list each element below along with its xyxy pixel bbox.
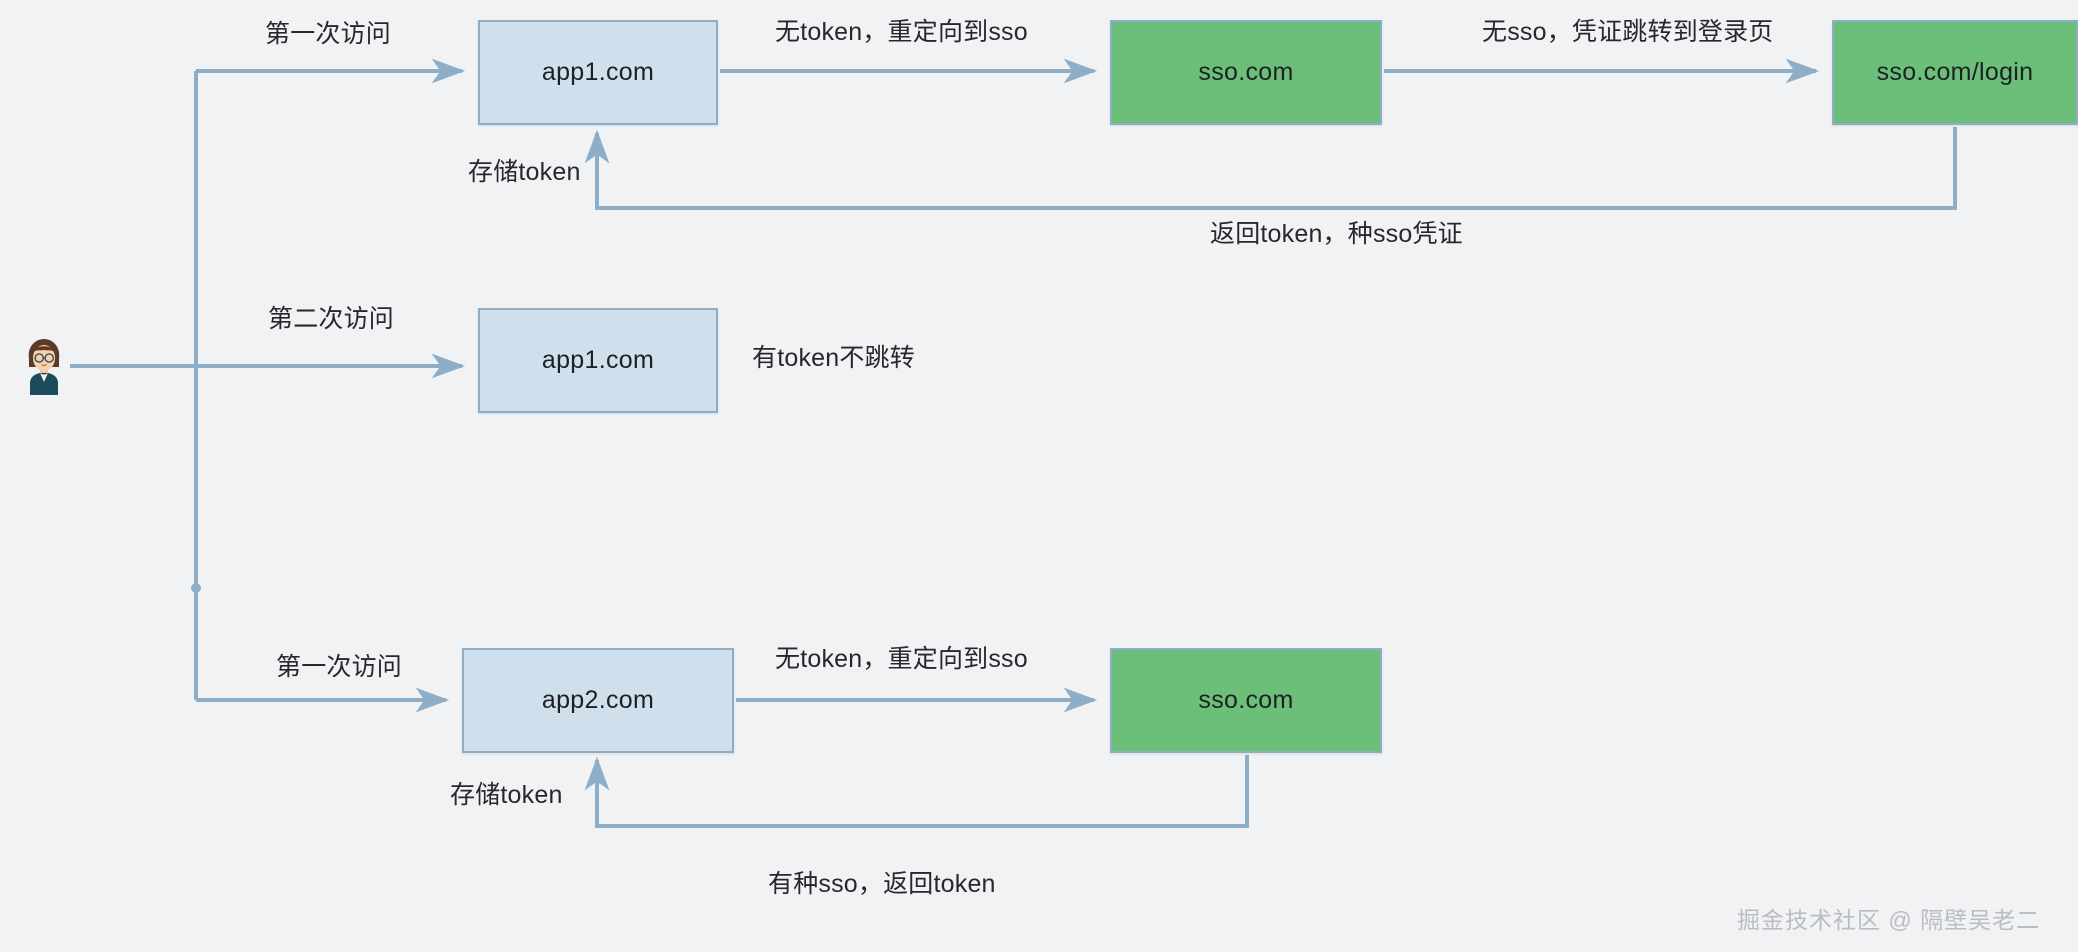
wire-sso-return-token-to-app2 xyxy=(584,755,1249,828)
watermark: 掘金技术社区 @ 隔壁吴老二 xyxy=(1737,907,2041,933)
node-sso-second[interactable]: sso.com xyxy=(1110,648,1382,753)
node-label: app1.com xyxy=(541,346,655,374)
edge-label-store-token-top: 存储token xyxy=(468,158,581,186)
edge-label-first-visit-bottom: 第一次访问 xyxy=(276,653,403,681)
node-label: sso.com xyxy=(1198,58,1294,86)
node-label: app2.com xyxy=(541,686,655,714)
edge-label-return-token-set-sso: 返回token，种sso凭证 xyxy=(1210,220,1463,248)
wire-login-return-token-to-app1 xyxy=(584,127,1957,210)
node-sso-first[interactable]: sso.com xyxy=(1110,20,1382,125)
edge-label-no-token-redirect-sso-bottom: 无token，重定向到sso xyxy=(775,645,1028,673)
spine-junction-dot xyxy=(191,583,201,593)
node-sso-login[interactable]: sso.com/login xyxy=(1832,20,2078,125)
edge-label-no-token-redirect-sso-top: 无token，重定向到sso xyxy=(775,18,1028,46)
edge-label-has-sso-return-token: 有种sso，返回token xyxy=(768,870,996,898)
edge-label-store-token-bottom: 存储token xyxy=(450,781,563,809)
node-app1-first-visit[interactable]: app1.com xyxy=(478,20,718,125)
node-app1-second-visit[interactable]: app1.com xyxy=(478,308,718,413)
node-label: app1.com xyxy=(541,58,655,86)
node-app2-first-visit[interactable]: app2.com xyxy=(462,648,734,753)
edge-label-no-sso-redirect-login: 无sso，凭证跳转到登录页 xyxy=(1482,18,1774,46)
node-label: sso.com/login xyxy=(1876,58,2034,86)
node-label: sso.com xyxy=(1198,686,1294,714)
user-avatar xyxy=(22,337,66,395)
edge-label-second-visit: 第二次访问 xyxy=(268,305,395,333)
edge-label-first-visit-top: 第一次访问 xyxy=(265,20,392,48)
edge-label-has-token-no-redirect: 有token不跳转 xyxy=(752,344,915,372)
